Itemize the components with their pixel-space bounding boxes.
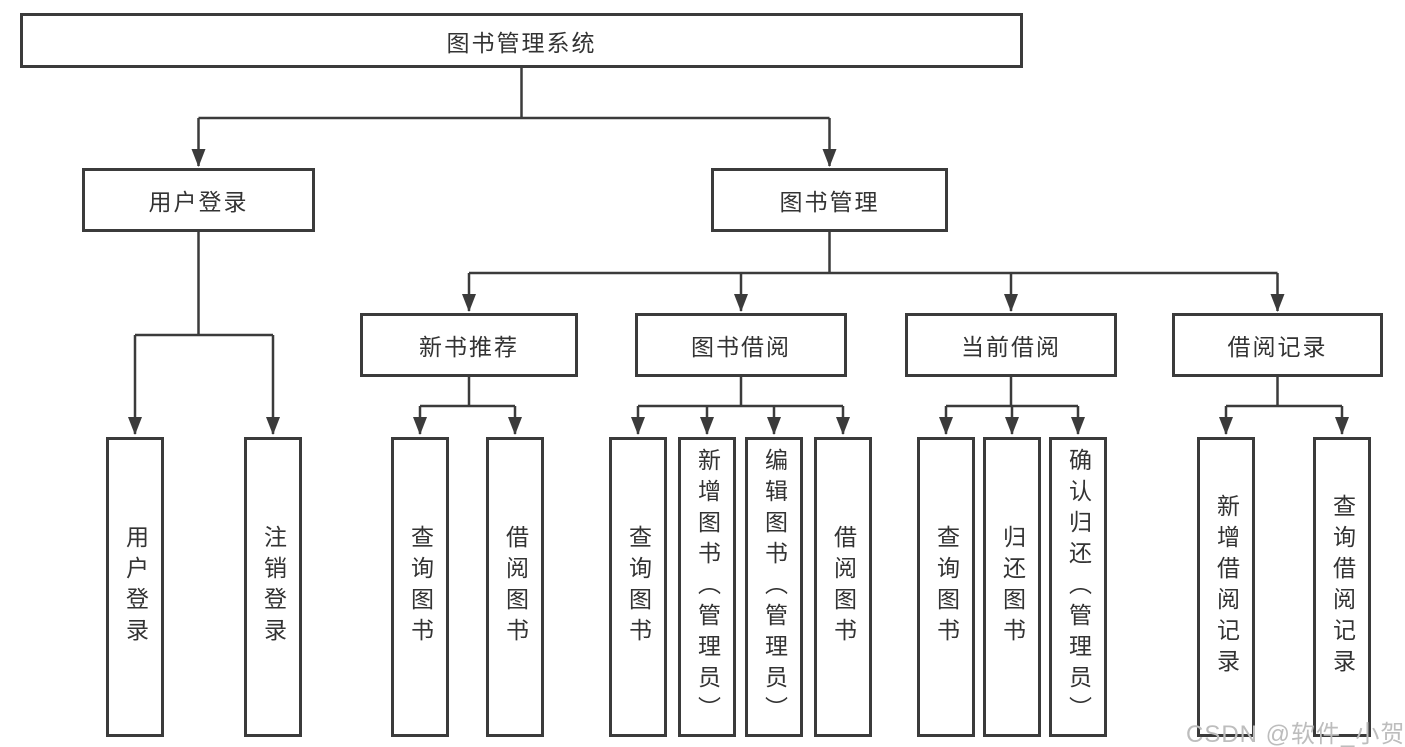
- node-borrow-records: 借阅记录: [1172, 313, 1383, 377]
- leaf-bb-query-books: 查询图书: [609, 437, 667, 737]
- connector-book-borrow-children: [631, 377, 850, 435]
- connector-new-book-recommend-children: [413, 377, 522, 435]
- leaf-user-login: 用户登录: [106, 437, 164, 737]
- leaf-br-query-record: 查询借阅记录: [1313, 437, 1371, 737]
- connector-book-management-children: [462, 232, 1285, 312]
- node-user-login: 用户登录: [82, 168, 315, 232]
- node-root: 图书管理系统: [20, 13, 1023, 68]
- node-book-management: 图书管理: [711, 168, 948, 232]
- connector-root-to-level2: [191, 68, 837, 167]
- node-new-book-recommend: 新书推荐: [360, 313, 578, 377]
- leaf-logout: 注销登录: [244, 437, 302, 737]
- leaf-cb-return-books: 归还图书: [983, 437, 1041, 737]
- leaf-bb-edit-books-admin: 编辑图书（管理员）: [745, 437, 803, 737]
- node-current-borrow: 当前借阅: [905, 313, 1117, 377]
- leaf-br-add-record: 新增借阅记录: [1197, 437, 1255, 737]
- leaf-nb-query-books: 查询图书: [391, 437, 449, 737]
- leaf-bb-borrow-books: 借阅图书: [814, 437, 872, 737]
- node-book-borrow: 图书借阅: [635, 313, 847, 377]
- leaf-nb-borrow-books: 借阅图书: [486, 437, 544, 737]
- leaf-cb-confirm-return-admin: 确认归还（管理员）: [1049, 437, 1107, 737]
- leaf-cb-query-books: 查询图书: [917, 437, 975, 737]
- watermark: CSDN @软件_小贺同学: [1186, 721, 1405, 747]
- leaf-bb-add-books-admin: 新增图书（管理员）: [678, 437, 736, 737]
- connector-current-borrow-children: [939, 377, 1085, 435]
- connector-borrow-records-children: [1219, 377, 1349, 435]
- connector-user-login-children: [128, 232, 280, 435]
